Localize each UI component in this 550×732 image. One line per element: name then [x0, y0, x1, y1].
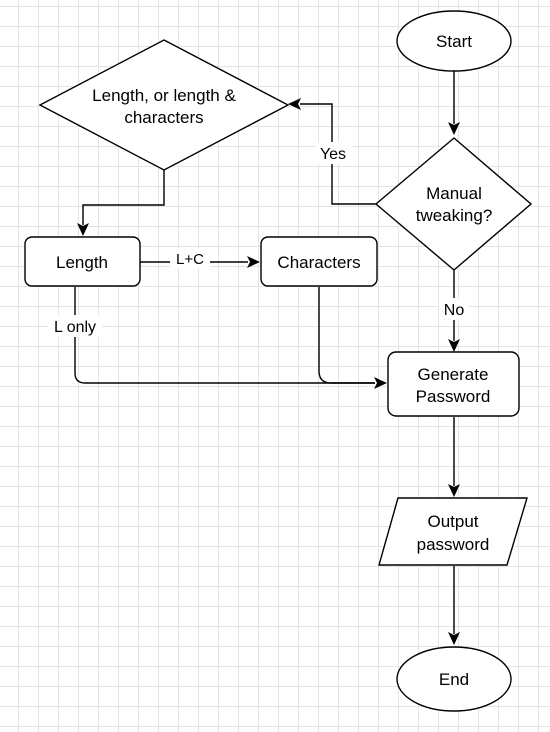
output-label-line-2: password — [417, 535, 490, 554]
start-label: Start — [436, 32, 472, 51]
yes-edge-label: Yes — [320, 146, 346, 163]
end-label: End — [439, 670, 469, 689]
edge-characters-to-generate — [318, 287, 375, 384]
edge-output-to-end — [448, 566, 460, 645]
length-only-edge-label: L only — [54, 319, 96, 336]
manual-tweaking-decision[interactable]: Manual tweaking? — [374, 137, 533, 271]
yes-label-bg — [316, 142, 352, 164]
lc-label-bg — [170, 248, 210, 268]
length-choice-label-line-2: characters — [124, 108, 203, 127]
characters-label: Characters — [277, 253, 360, 272]
l-only-label-bg — [48, 315, 102, 337]
characters-node[interactable]: Characters — [260, 236, 378, 287]
length-label: Length — [56, 253, 108, 272]
length-node[interactable]: Length — [24, 236, 141, 287]
edge-length-choice-to-length — [77, 170, 165, 236]
length-choice-label-line-1: Length, or length & — [92, 86, 236, 105]
edge-start-to-decision — [448, 71, 460, 135]
edge-generate-to-output — [448, 417, 460, 497]
no-edge-label: No — [444, 302, 465, 319]
edge-length-only-to-generate — [74, 287, 387, 389]
decision-label-line-1: Manual — [426, 184, 482, 203]
no-label-bg — [439, 298, 469, 320]
generate-password-node[interactable]: Generate Password — [387, 351, 520, 417]
output-password-node[interactable]: Output password — [378, 497, 528, 566]
decision-label-line-2: tweaking? — [416, 206, 493, 225]
output-label-line-1: Output — [427, 512, 478, 531]
length-choice-decision[interactable]: Length, or length & characters — [38, 39, 290, 171]
end-node[interactable]: End — [396, 646, 512, 712]
generate-label-line-2: Password — [416, 387, 491, 406]
length-to-characters-edge-label: L+C — [176, 251, 204, 268]
generate-label-line-1: Generate — [418, 365, 489, 384]
start-node[interactable]: Start — [396, 10, 512, 72]
